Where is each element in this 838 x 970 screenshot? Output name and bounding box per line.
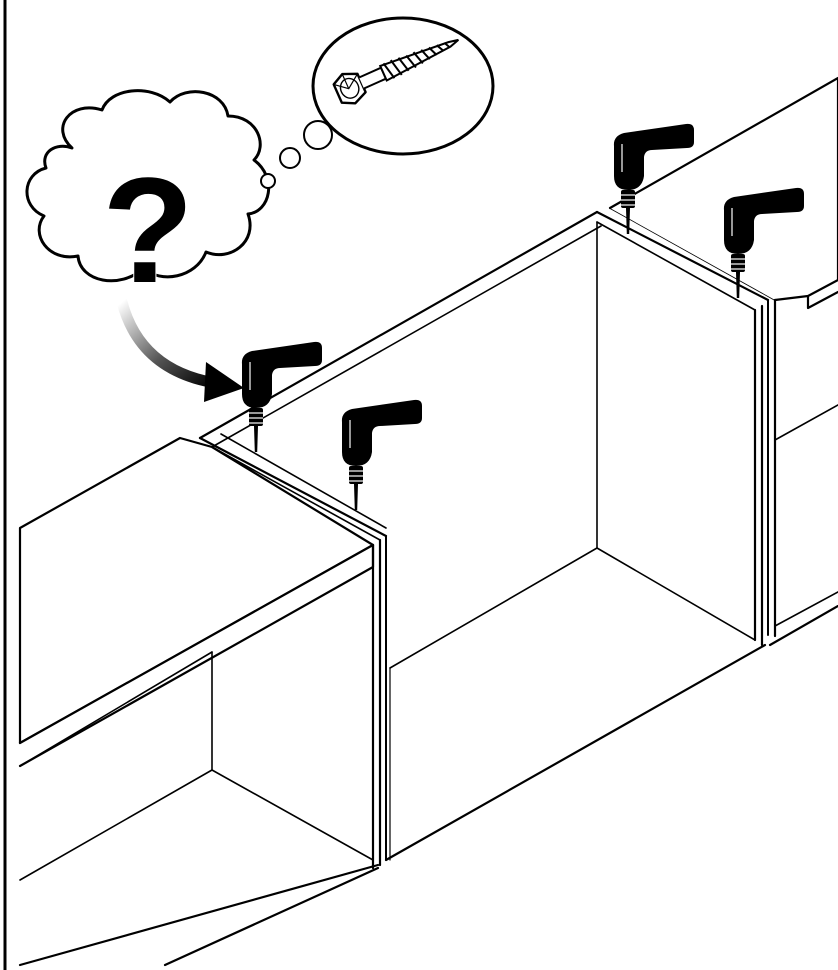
drill-icon	[342, 400, 422, 510]
left-cabinet	[20, 438, 386, 965]
thought-cloud: ?	[27, 91, 269, 314]
thought-trail	[261, 121, 332, 188]
screw-callout	[313, 18, 493, 154]
curved-arrow-icon	[122, 302, 244, 402]
right-cabinet	[610, 78, 838, 645]
drill-icon	[242, 342, 322, 452]
question-mark: ?	[102, 146, 194, 314]
